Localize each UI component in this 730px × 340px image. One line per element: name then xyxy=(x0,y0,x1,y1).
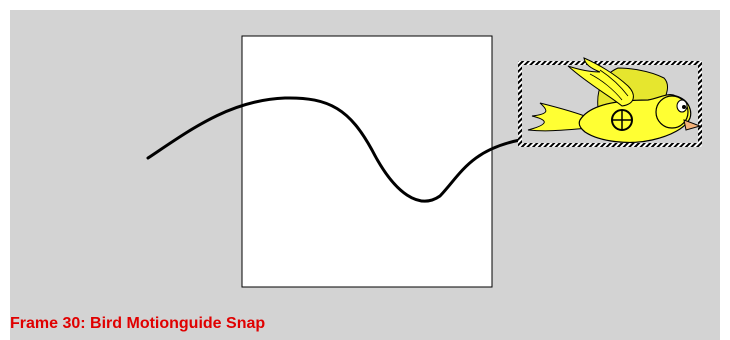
stage xyxy=(241,35,493,288)
bird-symbol-icon[interactable] xyxy=(527,57,702,143)
bird-tail xyxy=(527,102,591,132)
bird-beak xyxy=(683,119,702,131)
registration-point-icon[interactable] xyxy=(611,109,633,131)
bird-eye xyxy=(676,99,688,113)
frame-caption: Frame 30: Bird Motionguide Snap xyxy=(10,315,266,332)
